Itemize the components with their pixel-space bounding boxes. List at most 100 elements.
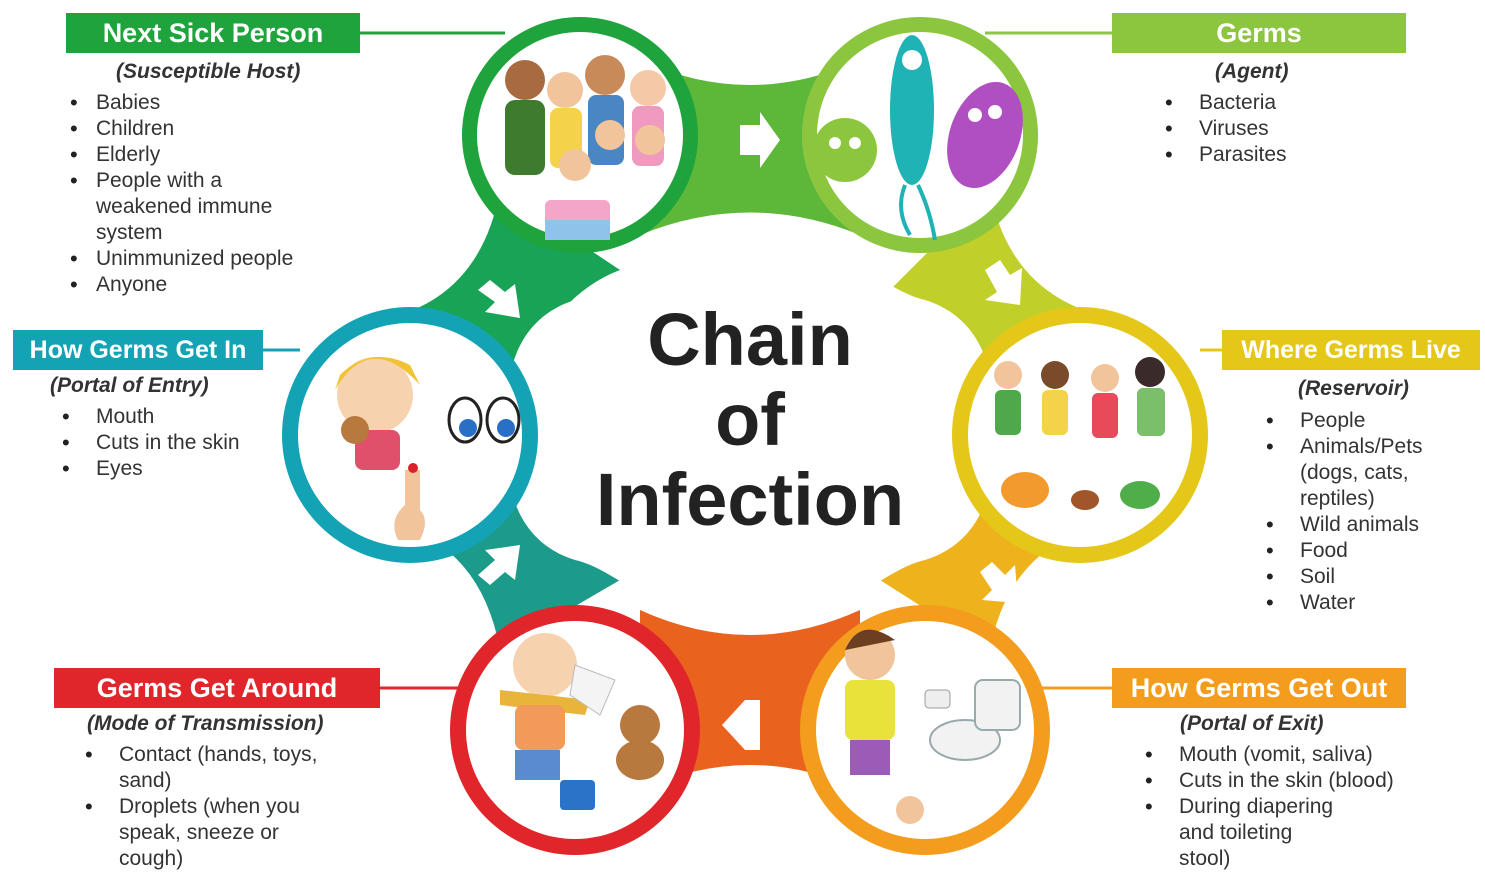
list-item: Soil <box>1266 564 1476 590</box>
boy-shirt <box>845 680 895 740</box>
sub-entry: (Portal of Entry) <box>50 374 209 397</box>
arrow-entry-to-host <box>478 280 520 318</box>
bacterium-teal-eye <box>902 50 922 70</box>
list-item: People <box>1266 408 1476 434</box>
list-item: Children <box>70 116 340 142</box>
family-icon <box>505 55 666 240</box>
list-item: People with a weakened immune system <box>70 168 316 246</box>
child-pants <box>515 750 560 780</box>
list-item: Cuts in the skin <box>62 430 292 456</box>
flow-arrows <box>478 112 1022 750</box>
list-item: Babies <box>70 90 340 116</box>
sneezing-child-icon <box>500 633 664 810</box>
cat <box>1001 472 1049 508</box>
list-item: Anyone <box>70 272 340 298</box>
connector-lines <box>262 31 1222 690</box>
family-head-4 <box>630 70 666 106</box>
list-item: Droplets (when you speak, sneeze or coug… <box>85 794 329 872</box>
child-body-4 <box>1137 388 1165 436</box>
child-head-3 <box>1091 364 1119 392</box>
child-head-1 <box>994 361 1022 389</box>
list-agent: Bacteria Viruses Parasites <box>1165 90 1405 168</box>
list-item: Mouth <box>62 404 292 430</box>
iris-right <box>497 419 515 437</box>
cut-drop <box>408 463 418 473</box>
teddy-bear-head <box>620 705 660 745</box>
girl-hair <box>335 357 420 390</box>
eyes-mouth-cut-icon <box>335 357 521 540</box>
girl-head <box>337 357 413 433</box>
label-exit: How Germs Get Out <box>1112 668 1406 708</box>
label-agent: Germs <box>1112 13 1406 53</box>
germs-icon <box>813 35 1023 241</box>
people-animals-icon <box>994 357 1165 510</box>
arrow-reservoir-to-exit <box>980 562 1018 603</box>
family-head-3 <box>585 55 625 95</box>
arrow-host-to-agent <box>740 112 780 168</box>
sub-transmission: (Mode of Transmission) <box>87 712 324 735</box>
girl-body <box>355 430 400 470</box>
tissue <box>569 664 616 716</box>
title-line-3: Infection <box>595 458 905 541</box>
virus-green-eye-r <box>849 137 861 149</box>
child-head-4 <box>1135 357 1165 387</box>
label-reservoir: Where Germs Live <box>1222 330 1480 370</box>
toilet-paper <box>924 689 951 709</box>
list-item: Parasites <box>1165 142 1405 168</box>
list-item: Eyes <box>62 456 292 482</box>
list-item: Cuts in the skin (blood) <box>1145 768 1425 794</box>
parasite-eye-l <box>968 108 982 122</box>
list-item: Viruses <box>1165 116 1405 142</box>
virus-green-eye-l <box>829 137 841 149</box>
parasite-purple <box>947 81 1023 189</box>
center-blob <box>508 235 992 625</box>
virus-green <box>813 118 877 182</box>
family-body-1 <box>505 100 545 175</box>
family-bed-frame <box>545 220 610 240</box>
boy-hair <box>845 629 895 650</box>
list-item: Animals/Pets (dogs, cats, reptiles) <box>1266 434 1440 512</box>
child-scarf <box>500 690 590 715</box>
child-head <box>513 633 577 697</box>
list-reservoir: People Animals/Pets (dogs, cats, reptile… <box>1266 408 1476 616</box>
title-line-1: Chain <box>647 298 853 381</box>
label-entry: How Germs Get In <box>13 330 263 370</box>
list-item: Mouth (vomit, saliva) <box>1145 742 1425 768</box>
bacterium-teal <box>890 35 934 185</box>
coughing-boy-toilet-icon <box>845 629 1021 824</box>
arrow-exit-to-transmission <box>722 700 760 750</box>
arrow-agent-to-reservoir <box>985 260 1022 305</box>
sub-reservoir: (Reservoir) <box>1298 377 1409 400</box>
list-item: Water <box>1266 590 1476 616</box>
bacterium-teal-tail <box>899 184 937 241</box>
parasite-eye-r <box>988 105 1002 119</box>
sub-agent: (Agent) <box>1215 60 1289 83</box>
child-head-2 <box>1041 361 1069 389</box>
list-item: Unimmunized people <box>70 246 340 272</box>
list-exit: Mouth (vomit, saliva) Cuts in the skin (… <box>1145 742 1425 872</box>
list-entry: Mouth Cuts in the skin Eyes <box>62 404 292 482</box>
finger-cut <box>896 796 924 824</box>
teddy-bear-body <box>616 740 664 780</box>
sub-exit: (Portal of Exit) <box>1180 712 1324 735</box>
child-body-2 <box>1042 390 1068 435</box>
family-head-5 <box>595 120 625 150</box>
family-head-2 <box>547 72 583 108</box>
turtle <box>1120 481 1160 509</box>
arrow-transmission-to-entry <box>478 545 520 585</box>
bucket <box>560 780 595 810</box>
diagram-title: Chain of Infection <box>560 300 940 540</box>
list-host: Babies Children Elderly People with a we… <box>70 90 340 298</box>
child-body-3 <box>1092 393 1118 438</box>
list-item: Bacteria <box>1165 90 1405 116</box>
list-transmission: Contact (hands, toys, sand) Droplets (wh… <box>85 742 355 872</box>
boy-pants <box>850 740 890 775</box>
list-item: Contact (hands, toys, sand) <box>85 742 339 794</box>
iris-left <box>459 419 477 437</box>
teddy-small <box>341 416 369 444</box>
burger <box>1071 490 1099 510</box>
family-head-7 <box>559 149 591 181</box>
list-item: During diapering and toileting stool) <box>1145 794 1349 872</box>
label-host: Next Sick Person <box>66 13 360 53</box>
